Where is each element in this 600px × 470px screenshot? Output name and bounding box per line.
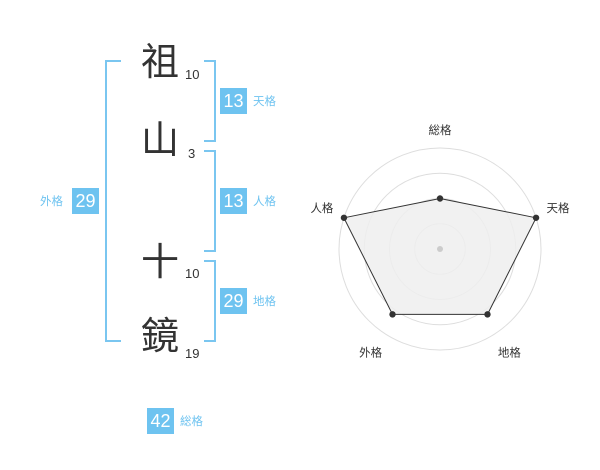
radar-axis-label: 人格 [310,201,333,215]
chikaku-label: 地格 [253,294,276,308]
tenkaku-label: 天格 [253,94,276,108]
radar-axis-label: 地格 [498,346,521,360]
name-char-4: 鏡 [140,314,179,358]
radar-point [484,311,491,318]
radar-point [389,311,396,318]
radar-point [532,214,540,221]
chikaku-bracket [204,260,216,342]
stroke-count-2: 3 [188,146,196,161]
chikaku-value: 29 [220,288,247,314]
stroke-count-1: 10 [185,67,200,82]
soukaku-label: 総格 [180,414,203,428]
stroke-count-3: 10 [185,266,200,281]
radar-point [436,195,444,202]
gaikaku-bracket [105,60,121,342]
stroke-count-4: 19 [185,346,200,361]
radar-area [343,197,537,315]
gaikaku-value: 29 [72,188,99,214]
tenkaku-bracket [204,60,216,142]
jinkaku-bracket [204,150,216,252]
jinkaku-label: 人格 [253,194,276,208]
gaikaku-label: 外格 [40,194,63,208]
tenkaku-value: 13 [220,88,247,114]
radar-center [437,246,443,252]
name-char-1: 祖 [140,40,179,84]
name-char-3: 十 [140,240,179,284]
radar-axis-label: 外格 [359,346,382,360]
radar-axis-label: 天格 [547,201,570,215]
jinkaku-value: 13 [220,188,247,214]
radar-axis-label: 総格 [429,123,452,137]
soukaku-value: 42 [147,408,174,434]
radar-point [340,214,348,221]
radar-ring [338,147,542,351]
name-char-2: 山 [140,118,179,162]
